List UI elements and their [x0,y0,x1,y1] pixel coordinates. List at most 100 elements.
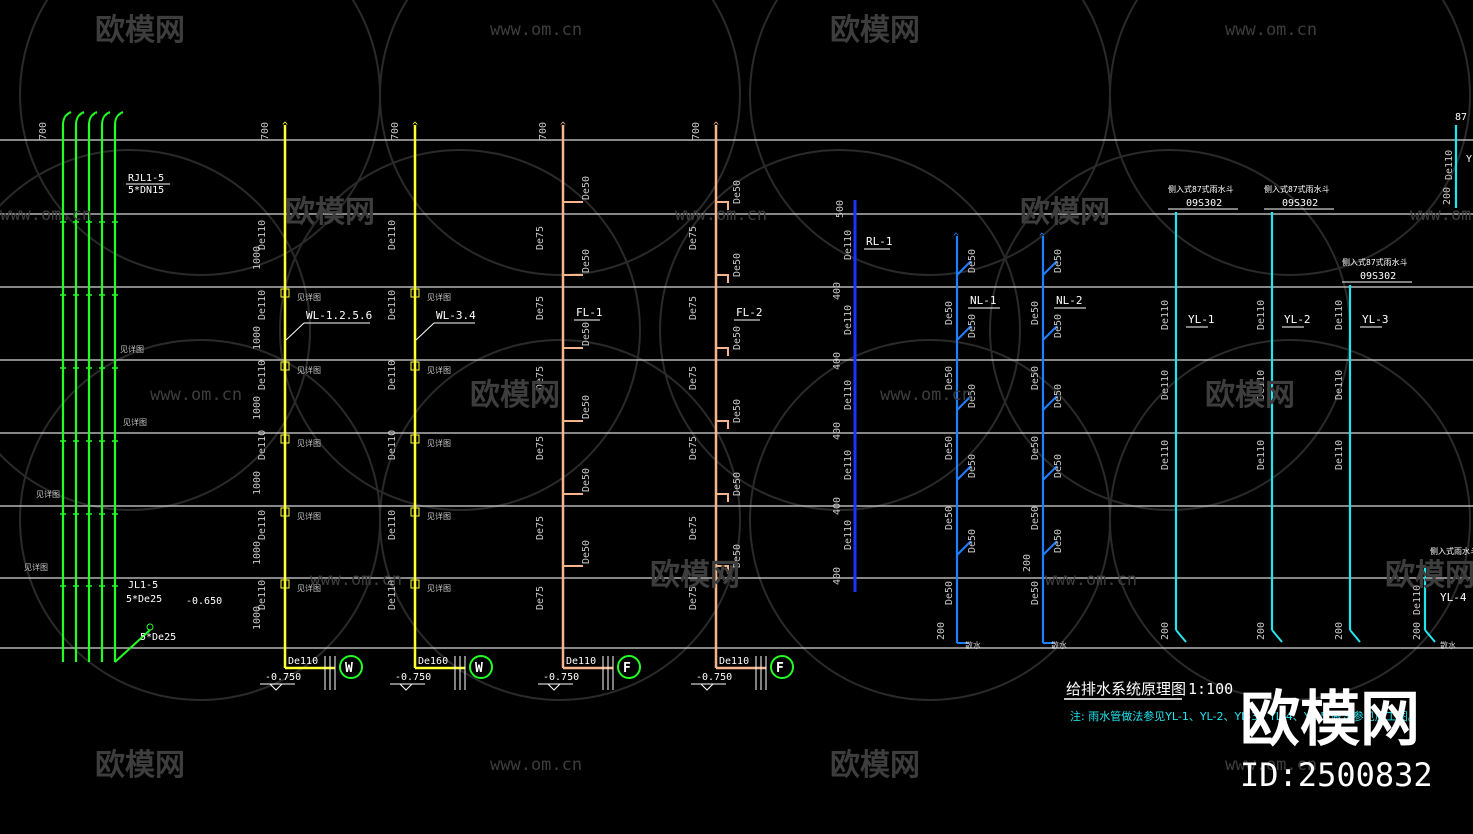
watermark-brand: 欧模网 [1385,558,1473,593]
watermark-site: www.om.cn [150,385,242,405]
outlet-bend [1175,629,1187,643]
elevation-mark [700,683,714,691]
height-dim: 1000 [252,541,263,565]
pipe-size: De110 [257,510,268,540]
outlet-size: De110 [719,656,749,667]
riser-label: FL-2 [736,306,763,319]
cleanout-symbol [280,434,290,444]
sewer-symbol-letter: F [776,661,784,676]
branch-size: De50 [1053,384,1064,408]
height-dim: 87 [1455,112,1467,123]
pipe-size: De50 [944,506,955,530]
branch-size: De50 [1053,454,1064,478]
riser-label: YL-1 [1188,313,1215,326]
leader [415,322,435,341]
waste-riser-wl-34: ^700De110De110De110De110De110De110De160-… [387,121,493,691]
pipe-size: De110 [1256,370,1267,400]
vent-cap-icon: ^ [1039,232,1045,243]
condensate-risers: ^De50De50De50De50De50De50De50De50De50De5… [936,232,1086,650]
pipe-size: De75 [535,296,546,320]
branch-size: De50 [732,472,743,496]
pipe-size: De110 [257,580,268,610]
branch-trap [716,420,729,429]
pipe-size: De110 [1160,300,1171,330]
riser-spec: 5*De25 [140,632,176,643]
detail-ref: 见详图 [297,511,321,521]
pipe-size: De110 [387,580,398,610]
height-dim: 200 [1160,622,1171,640]
arrow-icon: ↗ [79,109,84,119]
pipe-size: De110 [257,290,268,320]
detail-ref: 见详图 [427,583,451,593]
drain-label: 散水 [1051,640,1067,650]
pipe-size: De110 [843,380,854,410]
pipe-size: De110 [1256,300,1267,330]
riser-label: YL-4 [1440,591,1467,604]
pipe-size: De75 [535,366,546,390]
pipe-size: De110 [843,305,854,335]
branch-size: De50 [967,454,978,478]
height-dim: 200 [1022,554,1033,572]
height-dim: 400 [832,497,843,515]
pipe-size: De110 [1256,440,1267,470]
waste-riser-fl-2: ^700De75De75De75De75De75De75De110-0.750F… [688,121,794,691]
watermark-site: www.om.cn [1225,20,1317,40]
height-dim: 1000 [252,471,263,495]
elevation-mark [399,683,413,691]
watermark-brand: 欧模网 [470,378,560,413]
branch-pipe [1042,395,1058,411]
hot-water-riser-group: ↗↗↗↗↗700RJL1-55*DN15见详图见详图见详图见详图JL1-55*D… [24,109,222,663]
watermark-circle [749,0,1111,276]
branch-pipe [956,465,972,481]
watermark-site: www.om.cn [675,205,767,225]
riser-top-bend [88,111,98,126]
height-dim: 700 [38,122,49,140]
asset-id: ID:2500832 [1240,756,1433,794]
branch-size: De50 [732,253,743,277]
pipe-size: De75 [535,226,546,250]
height-dim: 200 [1412,622,1423,640]
riser-top-bend [75,111,85,126]
watermark-circle [1109,0,1471,276]
sewer-symbol-letter: W [475,661,483,676]
height-dim: 1000 [252,606,263,630]
riser-label: YL-3 [1362,313,1389,326]
riser-label: WL-3.4 [436,309,476,322]
elevation-label: -0.650 [186,596,222,607]
pipe-size: De110 [257,360,268,390]
height-dim: 1000 [252,396,263,420]
watermark-brand: 欧模网 [1205,378,1295,413]
branch-size: De50 [581,322,592,346]
branch-pipe [1042,540,1058,556]
branch-trap [716,274,729,283]
arrow-icon: ↗ [105,109,110,119]
watermark-site: www.om.cn [490,20,582,40]
pipe-size: De75 [535,586,546,610]
watermark-circle [379,339,741,701]
arrow-icon: ↗ [118,109,123,119]
pipe-size: De110 [1334,440,1345,470]
pipe-size: De110 [1160,440,1171,470]
outlet-size: De110 [288,656,318,667]
outlet-bend [1349,629,1361,643]
branch-pipe [1042,465,1058,481]
branch-size: De50 [732,399,743,423]
waste-riser-fl-1: ^700De75De75De75De75De75De75De110-0.750F… [535,121,641,691]
valve-symbol [146,623,154,631]
pipe-size: De50 [944,301,955,325]
pipe-size: De110 [387,220,398,250]
height-dim: 200 [1334,622,1345,640]
detail-ref: 见详图 [120,344,144,354]
riser-label: RL-1 [866,235,893,248]
outlet-bend [1271,629,1283,643]
riser-top-bend [62,111,72,126]
watermark-site: www.om.cn [880,385,972,405]
vent-cap-icon: ^ [412,121,418,132]
riser-spec: 5*De25 [126,594,162,605]
pipe-size: De110 [843,520,854,550]
watermark-circle [379,0,741,276]
cleanout-symbol [410,288,420,298]
elevation-label: -0.750 [696,672,732,683]
vent-cap-icon: ^ [953,232,959,243]
